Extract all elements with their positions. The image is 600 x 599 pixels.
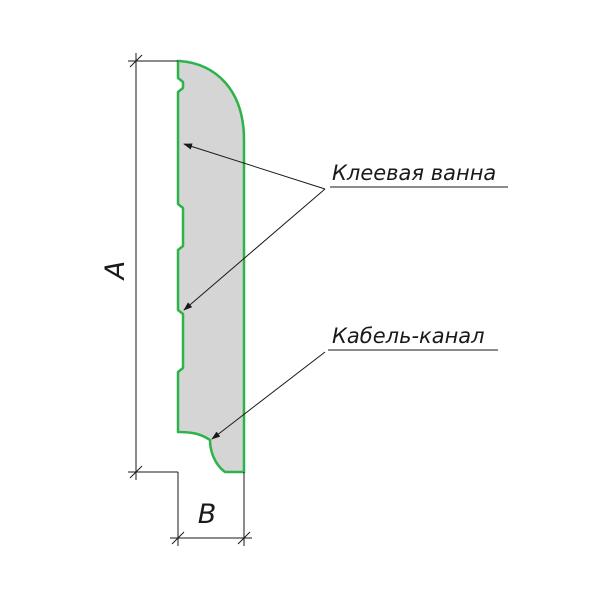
dimension-b-label: B	[198, 499, 217, 530]
dimension-b	[170, 472, 252, 546]
skirting-profile	[176, 59, 246, 474]
tick-right	[237, 531, 251, 545]
tick-left	[171, 531, 185, 545]
leader-glue-bath	[183, 143, 508, 311]
leader-arrow-cable	[211, 351, 326, 440]
cable-channel-label: Кабель-канал	[332, 324, 485, 348]
leader-arrow-glue-lower	[183, 188, 326, 311]
leader-arrow-glue-upper	[183, 143, 326, 190]
dimension-a-label: A	[100, 261, 131, 281]
tick-top	[129, 54, 143, 68]
leader-cable-channel	[211, 349, 498, 440]
dimension-a	[128, 53, 178, 480]
tick-bottom	[129, 465, 143, 479]
glue-bath-label: Клеевая ванна	[332, 161, 496, 185]
